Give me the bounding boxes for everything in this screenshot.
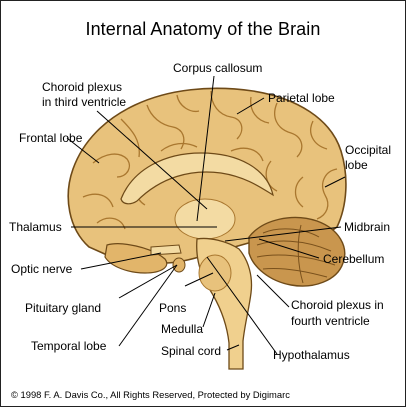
- label-choroid-plexus-third-line1: Choroid plexus: [42, 80, 123, 94]
- pons-shape: [198, 254, 232, 292]
- label-parietal-lobe: Parietal lobe: [268, 91, 335, 105]
- label-hypothalamus: Hypothalamus: [273, 348, 350, 362]
- optic-nerve-shape: [150, 244, 182, 256]
- label-occipital-lobe-line1: Occipital: [345, 143, 392, 157]
- label-optic-nerve: Optic nerve: [11, 262, 73, 276]
- label-medulla: Medulla: [161, 322, 204, 336]
- label-cerebellum: Cerebellum: [323, 252, 385, 266]
- label-pituitary-gland: Pituitary gland: [25, 301, 102, 315]
- thalamus-shape: [174, 198, 236, 240]
- label-choroid-plexus-fourth-line1: Choroid plexus in: [291, 298, 384, 312]
- label-pons: Pons: [159, 301, 187, 315]
- label-corpus-callosum: Corpus callosum: [173, 61, 263, 75]
- label-thalamus: Thalamus: [9, 220, 62, 234]
- label-midbrain: Midbrain: [344, 220, 391, 234]
- label-occipital-lobe-line2: lobe: [345, 158, 368, 172]
- copyright-notice: © 1998 F. A. Davis Co., All Rights Reser…: [11, 389, 290, 400]
- diagram-title: Internal Anatomy of the Brain: [85, 19, 321, 39]
- label-spinal-cord: Spinal cord: [161, 344, 222, 358]
- pituitary-shape: [172, 257, 186, 273]
- label-temporal-lobe: Temporal lobe: [31, 339, 107, 353]
- label-frontal-lobe: Frontal lobe: [19, 131, 83, 145]
- sulci-lines: [82, 90, 338, 230]
- label-choroid-plexus-third-line2: in third ventricle: [42, 95, 127, 109]
- leader-lines: [66, 75, 346, 355]
- label-choroid-plexus-fourth-line2: fourth ventricle: [291, 314, 370, 328]
- cerebellum-folia: [256, 224, 336, 284]
